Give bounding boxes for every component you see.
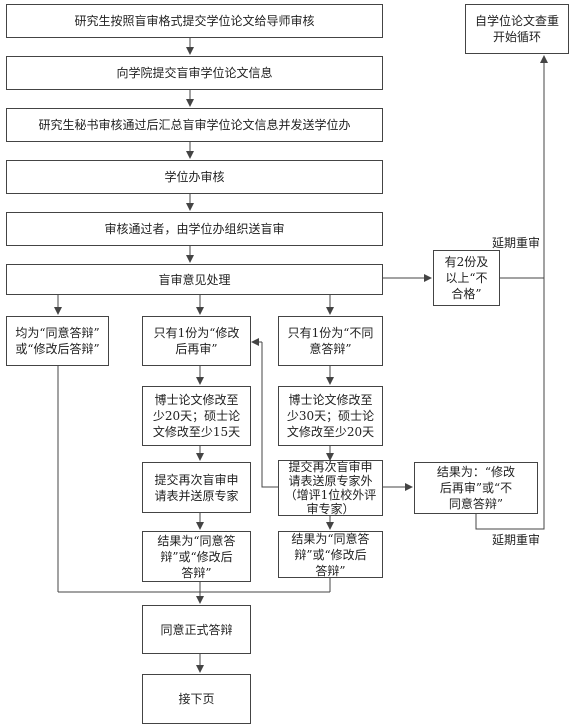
box-next-page: 接下页 xyxy=(142,674,251,724)
arrow-resubmit-to-onerevise xyxy=(261,342,278,488)
label-delay-review-bottom: 延期重审 xyxy=(492,533,541,547)
box-result-fail: 结果为：“修改 后再审”或“不 同意答辩” xyxy=(414,462,538,514)
box-resubmit-b: 提交再次盲审申 请表送原专家外 （增评1位校外评 审专家） xyxy=(278,460,383,516)
label-delay-review-top: 延期重审 xyxy=(492,236,541,250)
box-one-disagree: 只有1份为“不同 意答辩” xyxy=(278,316,383,366)
box-submit-info: 向学院提交盲审学位论文信息 xyxy=(6,56,383,90)
box-result-a: 结果为“同意答 辩”或“修改后 答辩” xyxy=(142,531,251,582)
arrow-resultfail-to-loop xyxy=(475,278,545,530)
box-opinion-handling: 盲审意见处理 xyxy=(6,264,383,295)
box-revise-time-a: 博士论文修改至 少20天；硕士论 文修改至少15天 xyxy=(142,386,251,446)
box-organize-blind-review: 审核通过者，由学位办组织送盲审 xyxy=(6,212,383,246)
box-restart-loop: 自学位论文查重 开始循环 xyxy=(465,4,569,54)
box-resubmit-a: 提交再次盲审申 请表并送原专家 xyxy=(142,462,251,513)
box-formal-defense: 同意正式答辩 xyxy=(142,605,251,654)
box-two-or-more-fail: 有2份及 以上“不 合格” xyxy=(433,250,500,306)
box-secretary-review: 研究生秘书审核通过后汇总盲审学位论文信息并发送学位办 xyxy=(6,108,383,142)
box-all-agree: 均为“同意答辩” 或“修改后答辩” xyxy=(6,316,109,366)
box-submit-format: 研究生按照盲审格式提交学位论文给导师审核 xyxy=(6,4,383,38)
box-result-b: 结果为“同意答 辩”或“修改后 答辩” xyxy=(278,531,383,578)
box-revise-time-b: 博士论文修改至 少30天；硕士论 文修改至少20天 xyxy=(278,386,383,446)
box-one-revise: 只有1份为“修改 后再审” xyxy=(142,316,251,366)
box-degree-office-review: 学位办审核 xyxy=(6,160,383,194)
